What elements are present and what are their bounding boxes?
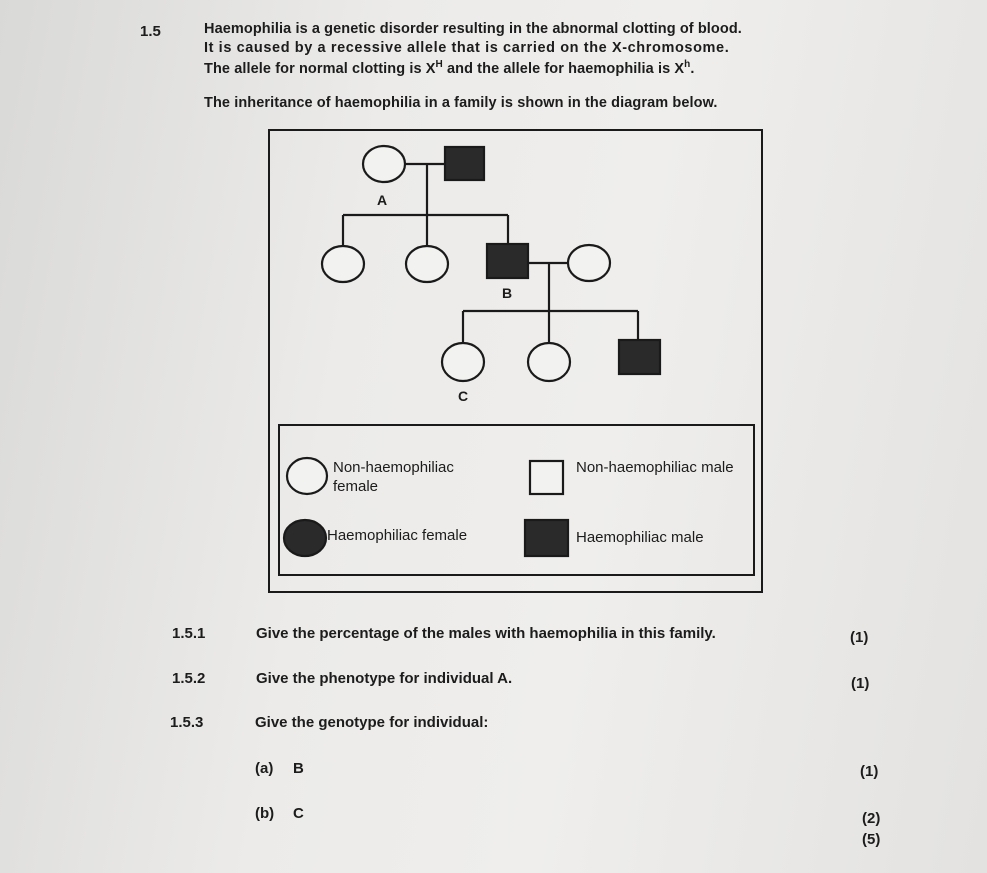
part-a-marks: (1) xyxy=(860,763,879,780)
legend-haemophiliac-female: Haemophiliac female xyxy=(327,527,468,544)
female-non-haemophiliac-gen2-1 xyxy=(320,244,366,284)
male-haemophiliac-gen3 xyxy=(617,338,662,376)
legend-circle-open-icon xyxy=(285,456,329,496)
question-number: 1.5 xyxy=(140,23,161,40)
allele-line-prefix: The allele for normal clotting is X xyxy=(204,60,436,77)
female-c-non-haemophiliac xyxy=(440,341,486,383)
allele-line: The allele for normal clotting is XH and… xyxy=(204,59,695,77)
subquestion-1-number: 1.5.1 xyxy=(172,625,206,642)
subquestion-2-number: 1.5.2 xyxy=(172,670,206,687)
label-c: C xyxy=(458,388,469,404)
part-a-individual: B xyxy=(293,760,304,777)
part-b-marks: (2) xyxy=(862,810,881,827)
subquestion-3-number: 1.5.3 xyxy=(170,714,204,731)
legend-non-haemophiliac-male: Non-haemophiliac male xyxy=(576,459,734,476)
allele-line-middle: and the allele for haemophilia is X xyxy=(442,60,685,77)
female-non-haemophiliac-spouse xyxy=(566,243,612,283)
legend-square-filled-icon xyxy=(523,518,570,558)
part-b-label: (b) xyxy=(255,805,275,822)
female-a-non-haemophiliac xyxy=(361,144,407,184)
intro-line-1: Haemophilia is a genetic disorder result… xyxy=(204,21,742,37)
male-haemophiliac-gen1 xyxy=(443,145,486,182)
legend-square-open-icon xyxy=(528,459,565,496)
subquestion-3-text: Give the genotype for individual: xyxy=(255,714,489,731)
allele-line-suffix: . xyxy=(690,60,695,77)
allele-normal-sup: H xyxy=(435,59,443,70)
label-a: A xyxy=(377,192,388,208)
subquestion-1-marks: (1) xyxy=(850,629,869,646)
subquestion-2-text: Give the phenotype for individual A. xyxy=(256,670,513,687)
female-non-haemophiliac-gen3 xyxy=(526,341,572,383)
subquestion-1-text: Give the percentage of the males with ha… xyxy=(256,625,716,642)
diagram-caption: The inheritance of haemophilia in a fami… xyxy=(204,95,718,111)
allele-haemo-sup: h xyxy=(684,59,691,70)
part-b-individual: C xyxy=(293,805,304,822)
legend-non-haemophiliac-female: Non-haemophiliac female xyxy=(333,459,454,495)
male-b-haemophiliac xyxy=(485,242,530,280)
total-marks: (5) xyxy=(862,831,881,848)
subquestion-2-marks: (1) xyxy=(851,675,870,692)
female-non-haemophiliac-gen2-2 xyxy=(404,244,450,284)
legend-haemophiliac-male: Haemophiliac male xyxy=(576,529,704,546)
intro-line-2: It is caused by a recessive allele that … xyxy=(204,40,730,56)
label-b: B xyxy=(502,285,513,301)
legend-circle-filled-icon xyxy=(282,518,328,558)
pedigree-diagram-frame xyxy=(268,129,763,593)
part-a-label: (a) xyxy=(255,760,274,777)
legend-box xyxy=(278,424,755,576)
